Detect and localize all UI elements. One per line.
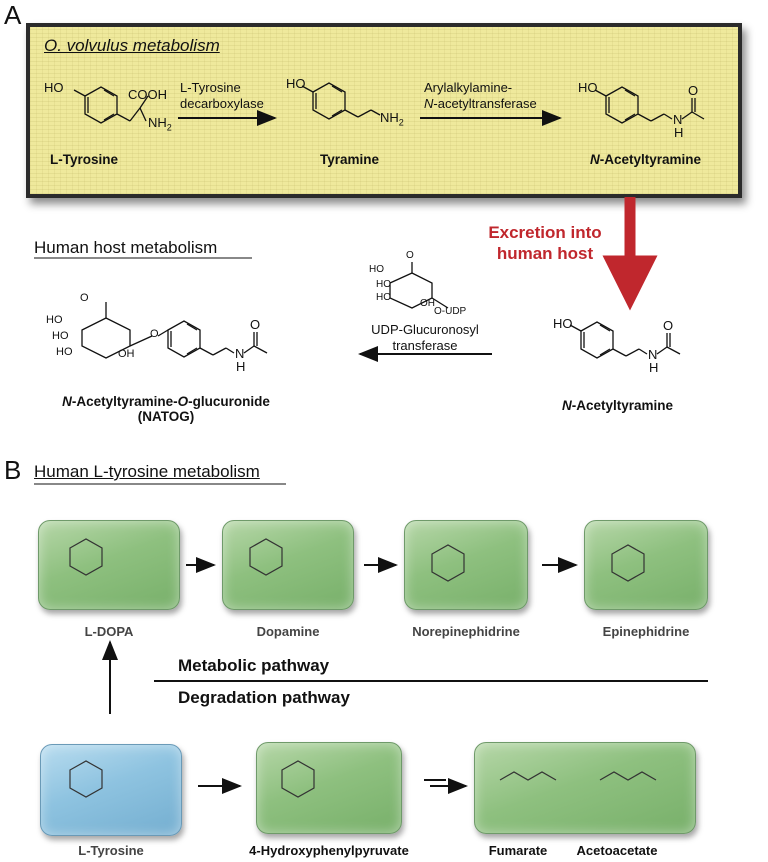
label-host-acetyltyramine: N-Acetyltyramine	[562, 398, 674, 413]
natog-o-top: O	[80, 292, 89, 304]
natog-o-link: O	[150, 328, 159, 340]
label-norepinephrine: Norepinephidrine	[412, 624, 520, 639]
label-tyrosine: L-Tyrosine	[50, 152, 119, 167]
atom-h-1: H	[674, 125, 684, 140]
label-l-dopa: L-DOPA	[84, 624, 134, 639]
tyramine-structure	[301, 82, 381, 120]
label-fumarate: Fumarate	[488, 843, 548, 858]
atom-nh2-2: NH2	[380, 110, 404, 128]
panel-a-letter: A	[4, 0, 22, 30]
atom-ho-1: HO	[44, 80, 64, 95]
atom-n-1: N	[673, 112, 683, 127]
label-l-tyrosine-b: L-Tyrosine	[78, 843, 144, 858]
udp-oudp: O-UDP	[434, 306, 467, 317]
tile-epinephrine	[584, 520, 708, 610]
label-natog: N-Acetyltyramine-O-glucuronide (NATOG)	[62, 394, 270, 424]
atom-nh2-1: NH2	[148, 115, 172, 133]
acetoacetate-chain	[599, 771, 657, 781]
ring-l-tyrosine	[69, 760, 103, 798]
ring-dopamine	[249, 538, 283, 576]
natog-o-acyl: O	[250, 317, 261, 332]
udp-ho-2: HO	[376, 279, 391, 290]
enzyme-acetyltransferase: Arylalkylamine-N-acetyltransferase	[424, 80, 537, 111]
tile-l-tyrosine	[40, 744, 182, 836]
atom-n-2: N	[648, 347, 658, 362]
udp-ho-3: HO	[376, 292, 391, 303]
tile-l-dopa	[38, 520, 180, 610]
ov-title: O. volvulus metabolism	[44, 36, 220, 55]
ring-epi	[611, 544, 645, 582]
natog-ho-1: HO	[46, 314, 63, 326]
ovolvulus-metabolism-box	[26, 23, 742, 198]
udp-glucuronic-structure	[389, 262, 449, 309]
natog-structure	[81, 302, 268, 359]
label-dopamine: Dopamine	[256, 624, 320, 639]
tile-hydroxyphenylpyruvate	[256, 742, 402, 834]
natog-h: H	[236, 359, 246, 374]
natog-oh: OH	[118, 348, 135, 360]
tile-dopamine	[222, 520, 354, 610]
degradation-pathway-label: Degradation pathway	[178, 688, 350, 707]
panel-b-letter: B	[4, 455, 22, 485]
panel-b-title: Human L-tyrosine metabolism	[34, 462, 260, 481]
ring-norepi	[431, 544, 465, 582]
tile-fumarate-acetoacetate	[474, 742, 696, 834]
label-hydroxyphenylpyruvate: 4-Hydroxyphenylpyruvate	[249, 843, 409, 858]
atom-ho-3: HO	[578, 80, 598, 95]
host-acetyltyramine-structure	[569, 321, 681, 359]
atom-ho-4: HO	[553, 316, 573, 331]
acetyltyramine-structure	[594, 86, 705, 124]
udp-ho-1: HO	[369, 264, 384, 275]
natog-ho-3: HO	[56, 346, 73, 358]
atom-h-2: H	[649, 360, 659, 375]
label-acetoacetate: Acetoacetate	[576, 843, 658, 858]
label-epinephrine: Epinephidrine	[602, 624, 690, 639]
label-tyramine: Tyramine	[320, 152, 380, 167]
host-title: Human host metabolism	[34, 238, 218, 257]
natog-ho-2: HO	[52, 330, 69, 342]
natog-n: N	[235, 346, 245, 361]
label-acetyltyramine: N-Acetyltyramine	[590, 152, 702, 167]
udp-oh: OH	[420, 298, 435, 309]
ring-l-dopa	[69, 538, 103, 576]
atom-o-2: O	[663, 318, 674, 333]
udp-o: O	[406, 250, 414, 261]
tyrosine-structure	[73, 86, 149, 124]
atom-ho-2: HO	[286, 76, 306, 91]
fumarate-chain	[499, 771, 557, 781]
ring-hpp	[281, 760, 315, 798]
tile-norepinephrine	[404, 520, 528, 610]
metabolic-pathway-label: Metabolic pathway	[178, 656, 330, 675]
atom-cooh: COOH	[128, 87, 167, 102]
atom-o-1: O	[688, 83, 699, 98]
